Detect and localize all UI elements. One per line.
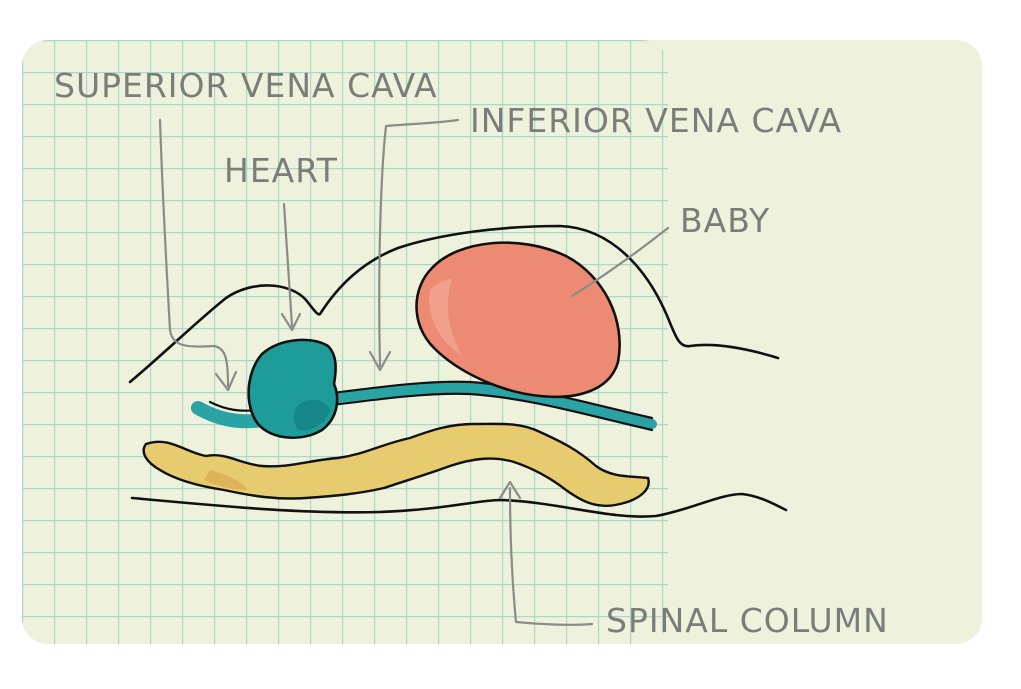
spinal-column-shape bbox=[142, 422, 650, 507]
label-baby: BABY bbox=[680, 201, 770, 240]
heart-shading bbox=[293, 399, 330, 431]
body-outline-upper bbox=[128, 224, 780, 384]
label-heart: HEART bbox=[224, 151, 338, 190]
label-inferior-vena-cava: INFERIOR VENA CAVA bbox=[470, 101, 842, 140]
baby-shape bbox=[415, 241, 621, 399]
label-superior-vena-cava: SUPERIOR VENA CAVA bbox=[54, 66, 438, 105]
leader-superior-vena-cava bbox=[158, 118, 230, 388]
leader-heart bbox=[282, 202, 294, 328]
arrowhead-inferior-vena-cava bbox=[368, 350, 392, 372]
inferior-vena-cava-outline-bottom bbox=[290, 392, 654, 432]
arrowhead-spinal-column bbox=[498, 480, 522, 500]
inferior-vena-cava-outline-top bbox=[290, 380, 654, 420]
leader-spinal-column bbox=[508, 486, 594, 626]
arrowhead-heart bbox=[280, 312, 302, 332]
body-outline-lower bbox=[130, 492, 788, 518]
leader-baby bbox=[570, 226, 670, 298]
leader-inferior-vena-cava bbox=[378, 118, 460, 368]
inferior-vena-cava-vessel bbox=[285, 382, 657, 429]
baby-shading bbox=[429, 278, 462, 356]
label-spinal-column: SPINAL COLUMN bbox=[606, 601, 889, 640]
heart-shape bbox=[247, 338, 339, 440]
arrowhead-superior-vena-cava bbox=[214, 370, 238, 392]
spinal-column-shading bbox=[204, 470, 248, 490]
